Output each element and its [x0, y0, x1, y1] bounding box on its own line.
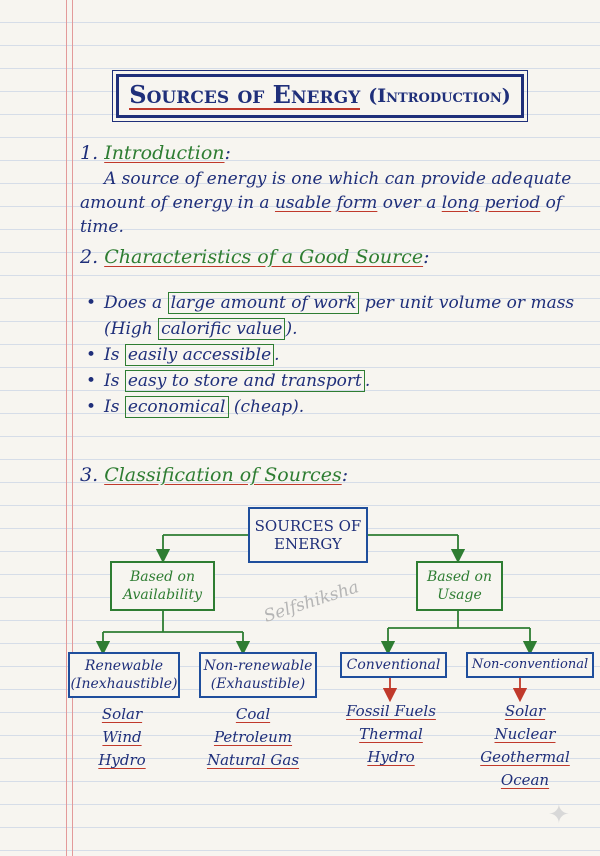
list-item: Hydro	[98, 751, 146, 769]
conventional-node: Conventional	[340, 652, 447, 678]
bullet-text: (cheap).	[228, 397, 305, 417]
margin-line	[72, 0, 73, 856]
tree-root-node: SOURCES OF ENERGY	[248, 507, 368, 563]
bullet-text: ).	[285, 319, 298, 339]
list-item: Solar	[101, 705, 143, 723]
list-item: Hydro	[367, 748, 415, 766]
bullet-text: .	[364, 371, 371, 391]
intro-underlined: period	[484, 193, 541, 213]
page-title: Sources of Energy	[129, 79, 361, 111]
section-3-heading: 3. Classification of Sources:	[80, 464, 348, 486]
availability-node: Based on Availability	[110, 561, 215, 611]
section-title: Introduction	[104, 142, 225, 164]
bullet-text: Is	[104, 397, 125, 417]
heading-colon: :	[224, 142, 231, 164]
section-title: Characteristics of a Good Source	[104, 246, 424, 268]
intro-text: over a	[377, 193, 442, 213]
list-item: Fossil Fuels	[346, 702, 436, 720]
section-number: 3.	[80, 464, 99, 486]
section-1-heading: 1. Introduction:	[80, 142, 231, 164]
section-number: 2.	[80, 246, 99, 268]
intro-text: of time.	[80, 193, 563, 237]
list-item: Is easily accessible.	[82, 342, 592, 368]
usage-node: Based on Usage	[416, 561, 503, 611]
title-box: Sources of Energy (Introduction)	[112, 70, 528, 122]
intro-text: A source of energy is one which can prov…	[80, 169, 572, 213]
list-item: Nuclear	[494, 725, 556, 743]
bullet-text: Is	[104, 345, 125, 365]
renewable-node: Renewable (Inexhaustible)	[68, 652, 180, 698]
boxed-term: large amount of work	[167, 292, 360, 314]
section-number: 1.	[80, 142, 99, 164]
intro-underlined: usable	[274, 193, 332, 213]
nonrenewable-items: Coal Petroleum Natural Gas	[196, 703, 310, 772]
boxed-term: easily accessible	[124, 344, 275, 366]
list-item: Is economical (cheap).	[82, 394, 592, 420]
conventional-items: Fossil Fuels Thermal Hydro	[336, 700, 446, 769]
bullet-text: per unit volume or mass (High	[104, 293, 575, 339]
list-item: Thermal	[359, 725, 423, 743]
nonrenewable-node: Non-renewable (Exhaustible)	[199, 652, 317, 698]
list-item: Natural Gas	[206, 751, 300, 769]
list-item: Geothermal	[480, 748, 570, 766]
sparkle-icon: ✦	[548, 800, 570, 830]
list-item: Ocean	[500, 771, 550, 789]
intro-underlined: long	[441, 193, 480, 213]
nonconventional-node: Non-conventional	[466, 652, 594, 678]
heading-colon: :	[341, 464, 349, 486]
list-item: Coal	[235, 705, 271, 723]
bullet-text: Is	[104, 371, 125, 391]
list-item: Petroleum	[213, 728, 293, 746]
heading-colon: :	[423, 246, 430, 268]
intro-paragraph: A source of energy is one which can prov…	[80, 167, 592, 239]
nonconventional-items: Solar Nuclear Geothermal Ocean	[470, 700, 580, 792]
bullet-text: Does a	[104, 293, 168, 313]
section-title: Classification of Sources	[104, 464, 342, 486]
characteristics-list: Does a large amount of work per unit vol…	[82, 290, 592, 420]
list-item: Is easy to store and transport.	[82, 368, 592, 394]
intro-underlined: form	[336, 193, 378, 213]
renewable-items: Solar Wind Hydro	[72, 703, 172, 772]
section-2-heading: 2. Characteristics of a Good Source:	[80, 246, 429, 268]
boxed-term: economical	[124, 396, 229, 418]
boxed-term: calorific value	[158, 318, 286, 340]
list-item: Does a large amount of work per unit vol…	[82, 290, 592, 342]
list-item: Wind	[102, 728, 142, 746]
boxed-term: easy to store and transport	[124, 370, 365, 392]
bullet-text: .	[274, 345, 280, 365]
margin-line	[66, 0, 67, 856]
list-item: Solar	[504, 702, 546, 720]
page-subtitle: (Introduction)	[368, 85, 511, 107]
